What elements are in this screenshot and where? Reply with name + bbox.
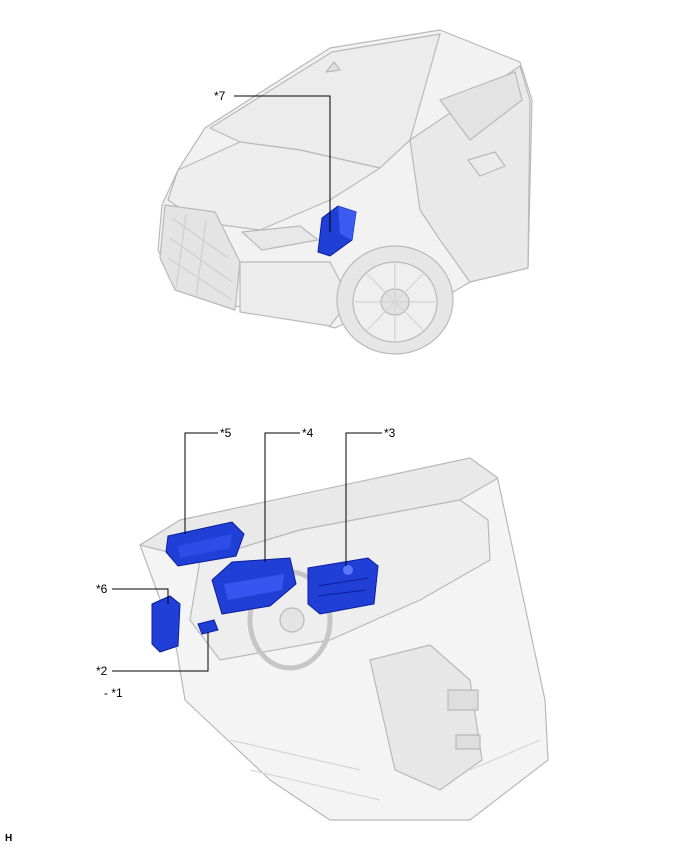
- component-7: [317, 205, 357, 257]
- leader-2: [112, 632, 209, 672]
- callout-6: *6: [96, 582, 108, 596]
- callout-2: *2: [96, 664, 108, 678]
- component-3: [307, 557, 379, 615]
- callout-4: *4: [302, 426, 314, 440]
- leader-3: [345, 432, 382, 566]
- leader-4: [264, 432, 300, 562]
- callout-5: *5: [220, 426, 232, 440]
- leader-5: [184, 432, 218, 534]
- corner-mark: H: [5, 833, 13, 844]
- leader-lines: [112, 95, 382, 672]
- component-4: [211, 557, 297, 615]
- leader-6: [112, 588, 169, 604]
- vehicle-interior-illustration: [139, 457, 549, 821]
- leader-7: [234, 95, 331, 232]
- vehicle-exterior-illustration: [157, 29, 533, 355]
- callout-7: *7: [214, 89, 226, 103]
- component-6: [151, 595, 181, 653]
- component-2: [197, 619, 219, 635]
- callout-1: - *1: [104, 686, 123, 700]
- callout-3: *3: [384, 426, 396, 440]
